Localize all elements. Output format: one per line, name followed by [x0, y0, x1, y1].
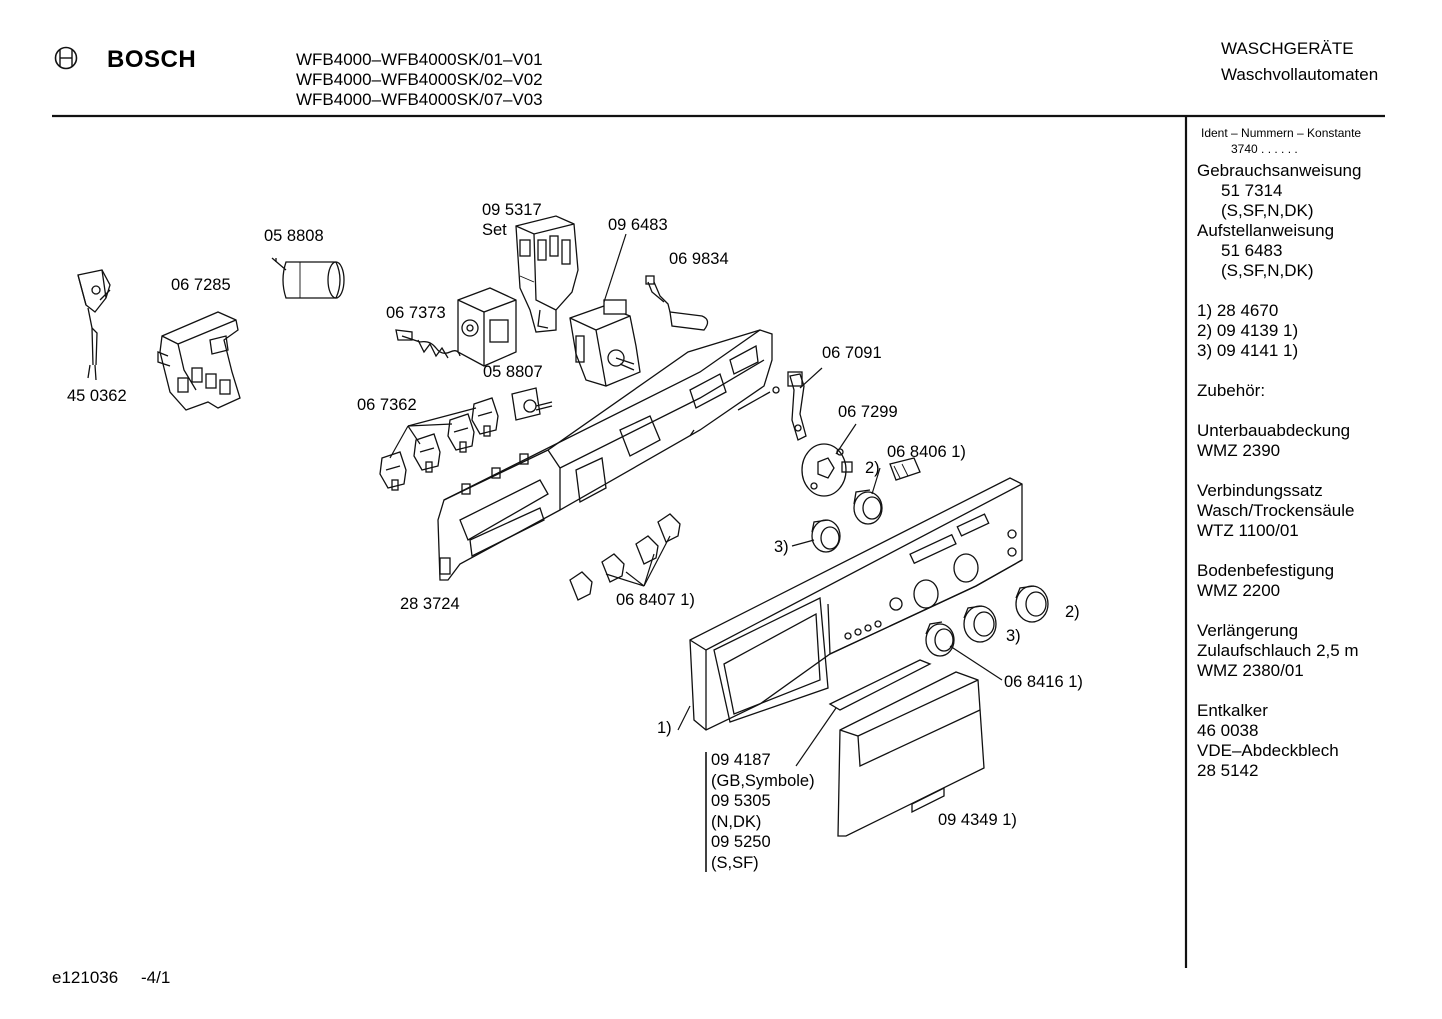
cam-disc-part: [801, 443, 853, 497]
sidebar-line: 51 7314: [1221, 181, 1283, 200]
part-label-096483: 09 6483: [608, 216, 668, 234]
panel-label-item: (GB,Symbole): [711, 771, 815, 790]
sidebar-line: 46 0038: [1197, 721, 1259, 740]
subcategory-title: Waschvollautomaten: [1221, 65, 1379, 84]
panel-label-item: 09 4187: [711, 751, 771, 769]
sidebar-line: VDE–Abdeckblech: [1197, 741, 1339, 760]
sidebar-line: Aufstellanweisung: [1197, 221, 1335, 240]
note-2-lower: 2): [1065, 603, 1080, 621]
sidebar-line: [1197, 601, 1361, 621]
note-2-upper: 2): [865, 459, 880, 477]
sidebar-line: 28 5142: [1197, 761, 1259, 780]
part-label-069834: 06 9834: [669, 250, 729, 268]
sidebar-line: Gebrauchsanweisung: [1197, 161, 1362, 180]
sidebar-line: 2) 09 4139 1): [1197, 321, 1299, 340]
category-title: WASCHGERÄTE: [1221, 39, 1354, 58]
door-switch-part: [395, 287, 517, 367]
terminal-bracket-part: [157, 311, 241, 411]
sidebar-line: [1197, 541, 1361, 561]
note-1: 1): [657, 719, 672, 737]
push-button-switches-part: [379, 397, 499, 491]
sidebar-line: [1197, 361, 1361, 381]
drawer-front-part: [837, 671, 985, 837]
part-label-set: Set: [482, 221, 507, 239]
sidebar-line: Zulaufschlauch 2,5 m: [1197, 641, 1359, 660]
panel-label-item: (N,DK): [711, 812, 762, 831]
panel-label-item: (S,SF): [711, 853, 759, 872]
sidebar-line: [1197, 461, 1361, 481]
sidebar-line: Unterbauabdeckung: [1197, 421, 1351, 440]
part-label-094349: 09 4349 1): [938, 811, 1017, 829]
knob-068416-part: [925, 621, 955, 657]
sidebar-line: (S,SF,N,DK): [1221, 201, 1314, 220]
program-selector-part: [569, 299, 641, 387]
capacitor-part: [271, 257, 345, 299]
sidebar-line: WMZ 2380/01: [1197, 661, 1304, 680]
lever-part: [787, 371, 807, 441]
part-label-067373: 06 7373: [386, 304, 446, 322]
potentiometer-part: [511, 387, 553, 421]
panel-label-item: 09 5250: [711, 833, 771, 851]
model-line-2: WFB4000–WFB4000SK/02–V02: [296, 70, 543, 89]
note-3-lower: 3): [1006, 627, 1021, 645]
sidebar-line: WMZ 2390: [1197, 441, 1281, 460]
footer-code: e121036: [52, 968, 119, 987]
sidebar-line: WMZ 2200: [1197, 581, 1281, 600]
indicator-lamp-part: [889, 457, 921, 481]
model-line-3: WFB4000–WFB4000SK/07–V03: [296, 90, 543, 109]
sidebar-line: [1197, 281, 1361, 301]
sidebar-line: [1197, 401, 1361, 421]
part-label-058808: 05 8808: [264, 227, 324, 245]
sidebar-line: [1197, 681, 1361, 701]
sidebar-line: Verlängerung: [1197, 621, 1299, 640]
ident-title: Ident – Nummern – Konstante: [1201, 126, 1362, 140]
knob-2-lower-part: [1015, 585, 1049, 623]
sidebar-line: WTZ 1100/01: [1197, 521, 1299, 540]
sidebar-line: Bodenbefestigung: [1197, 561, 1335, 580]
part-label-450362: 45 0362: [67, 387, 127, 405]
note-3-upper: 3): [774, 538, 789, 556]
sidebar-line: Verbindungssatz: [1197, 481, 1323, 500]
selector-switch-set-part: [515, 215, 579, 333]
power-plug-part: [77, 269, 111, 381]
part-label-068407: 06 8407 1): [616, 591, 695, 609]
part-label-067362: 06 7362: [357, 396, 417, 414]
leader-lines: [389, 233, 1003, 872]
sidebar-line: 1) 28 4670: [1197, 301, 1279, 320]
sidebar-line: (S,SF,N,DK): [1221, 261, 1314, 280]
sensor-part: [645, 275, 709, 331]
part-label-067285: 06 7285: [171, 276, 231, 294]
front-panel-part: [689, 477, 1023, 731]
sidebar-line: Entkalker: [1197, 701, 1268, 720]
panel-label-item: 09 5305: [711, 792, 771, 810]
model-line-1: WFB4000–WFB4000SK/01–V01: [296, 50, 543, 69]
bosch-logo-icon: [54, 46, 78, 70]
part-label-067299: 06 7299: [838, 403, 898, 421]
label-strip-part: [828, 659, 932, 711]
part-label-067091: 06 7091: [822, 344, 882, 362]
brand-name: BOSCH: [107, 46, 197, 73]
push-rod-knobs-part: [569, 513, 681, 601]
sidebar-line: 3) 09 4141 1): [1197, 341, 1299, 360]
ident-value: 3740 . . . . . .: [1231, 142, 1298, 156]
footer-page: -4/1: [141, 968, 171, 987]
knob-3-lower-part: [963, 605, 997, 643]
part-label-068406: 06 8406 1): [887, 443, 966, 461]
part-label-068416: 06 8416 1): [1004, 673, 1083, 691]
knob-3-upper-part: [811, 519, 841, 553]
knob-2-upper-part: [853, 489, 883, 525]
part-label-058807: 05 8807: [483, 363, 543, 381]
control-panel-frame-part: [437, 329, 780, 581]
panel-label-list: 09 4187 (GB,Symbole) 09 5305 (N,DK) 09 5…: [711, 750, 815, 873]
part-label-095317: 09 5317: [482, 201, 542, 219]
sidebar-line: Wasch/Trockensäule: [1197, 501, 1355, 520]
sidebar-line: Zubehör:: [1197, 381, 1266, 400]
sidebar-line: 51 6483: [1221, 241, 1283, 260]
part-label-283724: 28 3724: [400, 595, 460, 613]
